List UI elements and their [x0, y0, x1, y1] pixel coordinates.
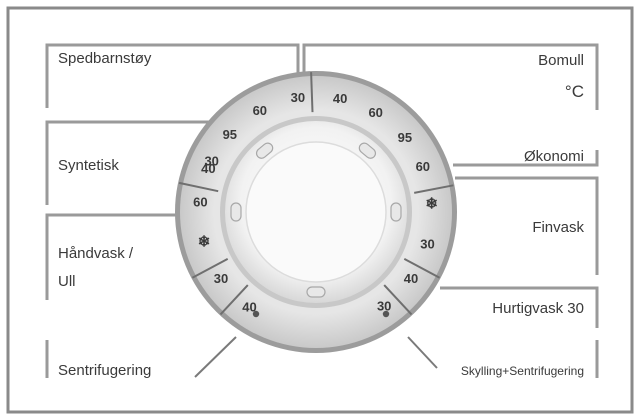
program-label-bomull: Bomull — [538, 52, 584, 69]
dial-temperature-label: 95 — [223, 127, 237, 142]
knob-grip — [358, 142, 377, 159]
outer-frame — [6, 6, 634, 414]
knob-grip — [306, 286, 326, 298]
program-label-okonomi: Økonomi — [523, 148, 584, 165]
program-label-spedbarnstoy: Spedbarnstøy — [58, 50, 152, 67]
dial-temperature-label: 60 — [416, 159, 430, 174]
dial-temperature-label: 60 — [193, 194, 207, 209]
dial-tick — [403, 258, 441, 279]
program-label-skylling: Skylling+Sentrifugering — [460, 364, 584, 378]
right-brackets — [302, 43, 599, 378]
dial-temperature-label: 30 — [204, 154, 218, 169]
knob-grip — [255, 142, 274, 159]
dial-tick — [310, 72, 314, 113]
knob-grip — [390, 202, 402, 222]
snowflake-icon: ❄ — [425, 195, 438, 212]
dial-temperature-label: 40 — [333, 91, 347, 106]
dial-tick — [191, 258, 229, 279]
dial-tick — [219, 284, 249, 316]
dial-temperature-label: 40 — [201, 161, 215, 176]
pointer-lines — [194, 336, 438, 378]
dial-temperature-label: 60 — [253, 103, 267, 118]
dot-icon — [252, 310, 260, 318]
knob-grip — [230, 202, 242, 222]
dial-tick — [383, 284, 413, 316]
program-label-finvask: Finvask — [532, 219, 584, 236]
dial-temperature-label: 40 — [404, 271, 418, 286]
dial-tick — [414, 184, 454, 194]
program-label-syntetisk: Syntetisk — [58, 157, 119, 174]
program-label-sentrifugering: Sentrifugering — [58, 362, 152, 379]
snowflake-icon: ❄ — [198, 234, 211, 251]
dial-temperature-label: 60 — [368, 105, 382, 120]
dial-ticks — [178, 72, 454, 316]
dial-temperature-label: 30 — [214, 271, 228, 286]
dial-tick — [178, 181, 219, 193]
dial-knob-inner — [245, 141, 387, 283]
dial-temperature-label: 40 — [242, 300, 256, 315]
program-label-handvask: Håndvask / — [58, 245, 134, 262]
dot-icon — [382, 310, 390, 318]
knob-grips — [230, 142, 402, 298]
dial-temperature-label: 30 — [291, 90, 305, 105]
program-label-ull: Ull — [58, 273, 76, 290]
left-brackets — [45, 43, 300, 378]
dial-temperature-label: 30 — [377, 298, 391, 313]
dial-temperature-label: 30 — [420, 237, 434, 252]
program-label-hurtigvask: Hurtigvask 30 — [492, 300, 584, 317]
temperature-unit: °C — [564, 82, 584, 101]
dial-temperature-label: 95 — [398, 130, 412, 145]
